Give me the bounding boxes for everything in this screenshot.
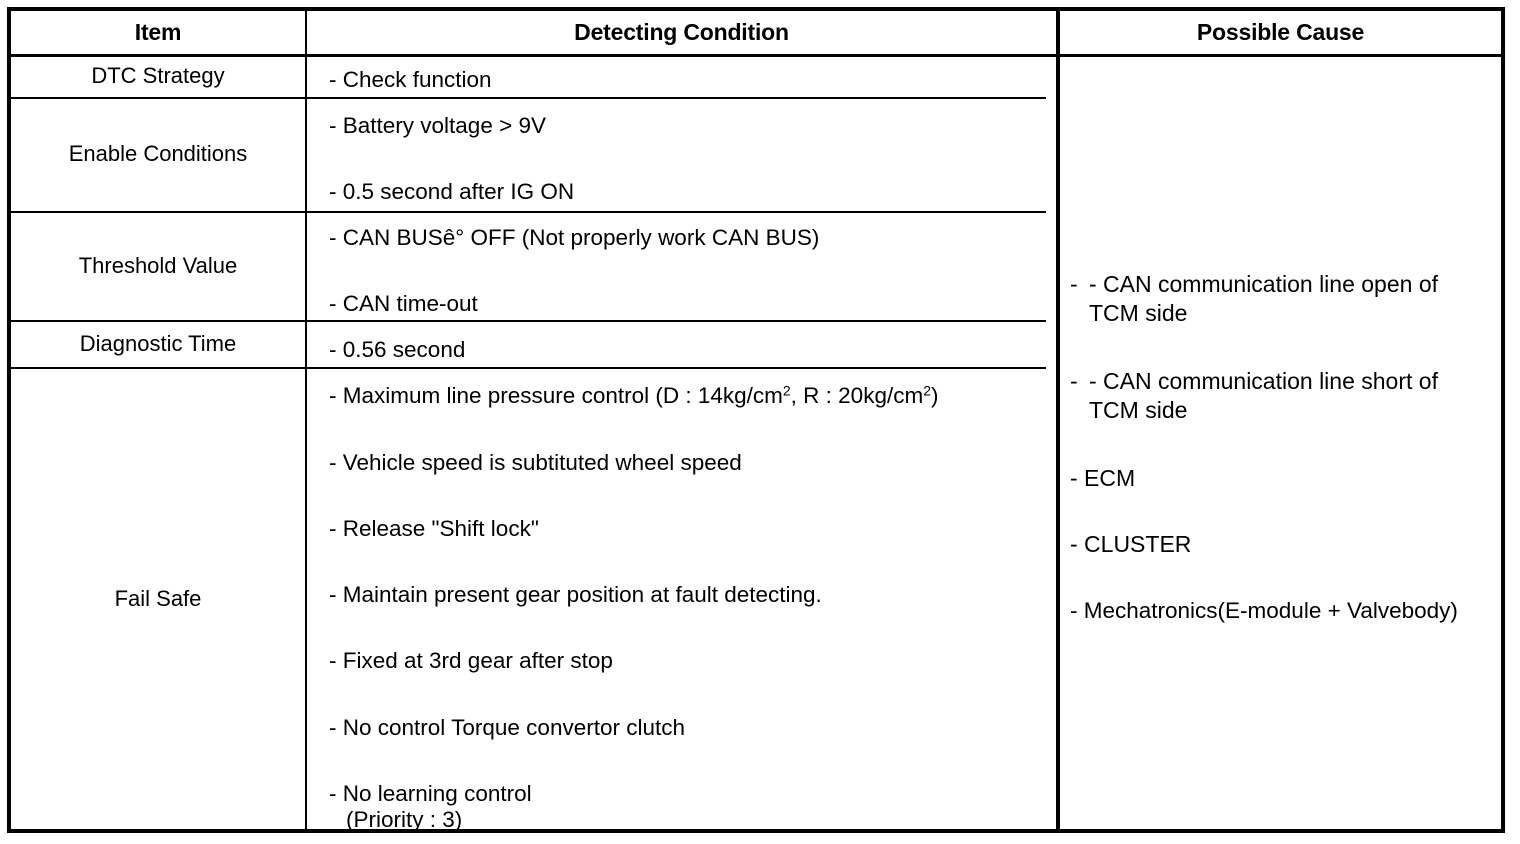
column-divider-condition-cause bbox=[1056, 11, 1060, 829]
item-label-dtc-strategy: DTC Strategy bbox=[11, 54, 305, 97]
detecting-condition-column: - Check function - Battery voltage > 9V … bbox=[307, 54, 1056, 833]
condition-dtc-strategy-text: - Check function bbox=[329, 67, 492, 92]
item-label-fail-safe: Fail Safe bbox=[11, 367, 305, 830]
failsafe-no-torque-converter: - No control Torque convertor clutch bbox=[329, 715, 685, 741]
failsafe-max-line-pressure: - Maximum line pressure control (D : 14k… bbox=[329, 383, 938, 409]
condition-enable-battery-voltage-text: - Battery voltage > 9V bbox=[329, 113, 546, 138]
condition-enable-ig-on-delay-text: - 0.5 second after IG ON bbox=[329, 179, 575, 204]
header-detecting-condition: Detecting Condition bbox=[307, 11, 1056, 54]
condition-diagnostic-time-text: - 0.56 second bbox=[329, 337, 466, 362]
item-dtc-strategy-text: DTC Strategy bbox=[91, 62, 225, 88]
header-possible-cause: Possible Cause bbox=[1060, 11, 1501, 54]
row-divider-dtc-strategy bbox=[11, 97, 1046, 99]
condition-diagnostic-time: - 0.56 second bbox=[329, 337, 465, 363]
condition-threshold-can-timeout: - CAN time-out bbox=[329, 291, 478, 317]
dtc-diagnostic-table: Item Detecting Condition Possible Cause … bbox=[7, 7, 1505, 833]
cause-mechatronics-text: - Mechatronics(E-module + Valvebody) bbox=[1070, 598, 1458, 623]
row-divider-enable-conditions bbox=[11, 211, 1046, 213]
cause-mechatronics: - Mechatronics(E-module + Valvebody) bbox=[1070, 596, 1495, 625]
header-possible-cause-label: Possible Cause bbox=[1196, 19, 1365, 45]
failsafe-release-shift-lock: - Release "Shift lock" bbox=[329, 516, 539, 542]
row-divider-diagnostic-time bbox=[11, 367, 1046, 369]
cause-can-line-open: -- CAN communication line open of TCM si… bbox=[1070, 270, 1495, 328]
row-divider-threshold-value bbox=[11, 320, 1046, 322]
cause-cluster: - CLUSTER bbox=[1070, 530, 1495, 559]
condition-dtc-strategy: - Check function bbox=[329, 67, 492, 93]
condition-threshold-can-bus-off-text: - CAN BUSê° OFF (Not properly work CAN B… bbox=[329, 225, 820, 250]
item-threshold-value-text: Threshold Value bbox=[78, 252, 238, 278]
item-label-enable-conditions: Enable Conditions bbox=[11, 97, 305, 211]
row-divider-header bbox=[11, 54, 1501, 57]
failsafe-no-torque-converter-text: - No control Torque convertor clutch bbox=[329, 715, 686, 740]
item-diagnostic-time-text: Diagnostic Time bbox=[79, 330, 237, 356]
possible-cause-column: -- CAN communication line open of TCM si… bbox=[1060, 54, 1501, 830]
failsafe-maintain-gear: - Maintain present gear position at faul… bbox=[329, 582, 822, 608]
failsafe-no-learning-control: - No learning control (Priority : 3) bbox=[329, 781, 532, 833]
failsafe-priority-text: (Priority : 3) bbox=[346, 807, 463, 832]
failsafe-max-line-pressure-mid: , R : 20kg/cm bbox=[790, 383, 924, 408]
condition-threshold-can-timeout-text: - CAN time-out bbox=[329, 291, 478, 316]
failsafe-fixed-3rd-gear-text: - Fixed at 3rd gear after stop bbox=[329, 648, 613, 673]
failsafe-fixed-3rd-gear: - Fixed at 3rd gear after stop bbox=[329, 648, 613, 674]
header-item-label: Item bbox=[134, 19, 182, 45]
cause-can-line-short: -- CAN communication line short of TCM s… bbox=[1070, 367, 1495, 425]
cause-bullet-dash-1: - bbox=[1070, 271, 1078, 297]
failsafe-max-line-pressure-pre: - Maximum line pressure control (D : 14k… bbox=[329, 383, 783, 408]
condition-enable-battery-voltage: - Battery voltage > 9V bbox=[329, 113, 546, 139]
cause-can-line-open-line1: - CAN communication line open of bbox=[1089, 271, 1438, 297]
cause-can-line-short-line2: TCM side bbox=[1089, 397, 1188, 423]
cause-bullet-dash-2: - bbox=[1070, 368, 1078, 394]
item-fail-safe-text: Fail Safe bbox=[114, 585, 202, 611]
failsafe-sup-1: 2 bbox=[782, 382, 791, 399]
failsafe-release-shift-lock-text: - Release "Shift lock" bbox=[329, 516, 539, 541]
failsafe-max-line-pressure-post: ) bbox=[930, 383, 939, 408]
failsafe-vehicle-speed: - Vehicle speed is subtituted wheel spee… bbox=[329, 450, 742, 476]
item-label-threshold-value: Threshold Value bbox=[11, 211, 305, 320]
item-label-diagnostic-time: Diagnostic Time bbox=[11, 320, 305, 367]
cause-can-line-open-line2: TCM side bbox=[1089, 300, 1188, 326]
header-detecting-condition-label: Detecting Condition bbox=[574, 19, 789, 45]
failsafe-sup-2: 2 bbox=[923, 382, 931, 399]
condition-enable-ig-on-delay: - 0.5 second after IG ON bbox=[329, 179, 574, 205]
item-enable-conditions-text: Enable Conditions bbox=[68, 141, 248, 166]
condition-threshold-can-bus-off: - CAN BUSê° OFF (Not properly work CAN B… bbox=[329, 225, 819, 251]
cause-can-line-short-line1: - CAN communication line short of bbox=[1089, 368, 1438, 394]
cause-ecm-text: - ECM bbox=[1070, 465, 1136, 491]
failsafe-no-learning-control-text: - No learning control bbox=[329, 781, 532, 806]
cause-cluster-text: - CLUSTER bbox=[1070, 531, 1192, 557]
failsafe-vehicle-speed-text: - Vehicle speed is subtituted wheel spee… bbox=[329, 450, 742, 475]
column-divider-item-condition bbox=[305, 11, 307, 829]
failsafe-maintain-gear-text: - Maintain present gear position at faul… bbox=[329, 582, 822, 607]
cause-ecm: - ECM bbox=[1070, 464, 1495, 493]
header-item: Item bbox=[11, 11, 305, 54]
